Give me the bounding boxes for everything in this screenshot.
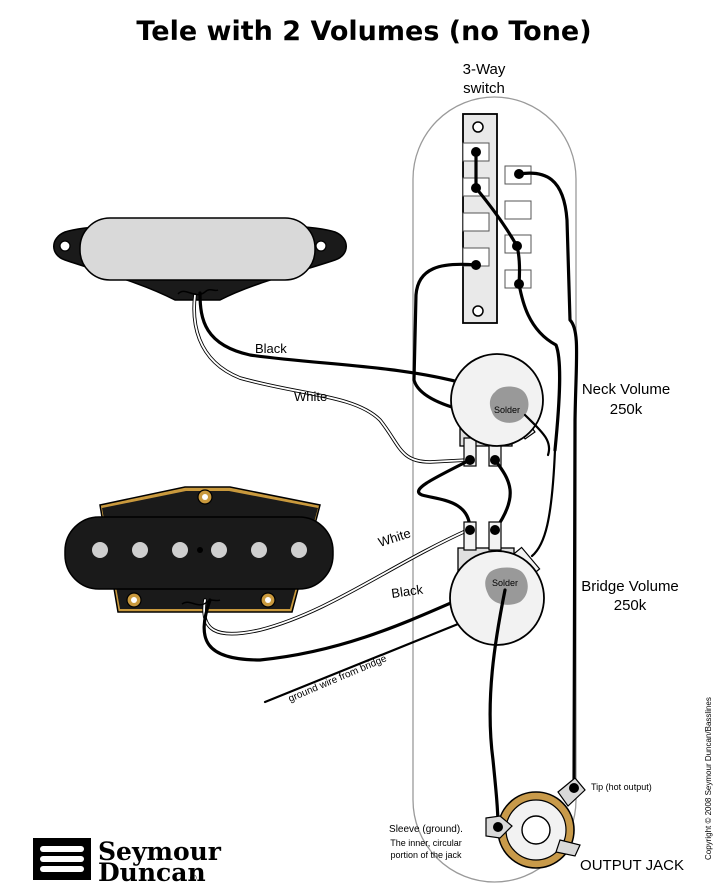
switch-label-line2: switch bbox=[463, 80, 505, 97]
jack-sleeve-note-1: The inner, circular bbox=[390, 838, 462, 848]
bridge-pot-lug-to-switch-wire bbox=[530, 448, 557, 558]
bridge-pickup bbox=[64, 486, 334, 613]
neck-pot-solder-label: Solder bbox=[494, 405, 520, 415]
ground-wire-label: ground wire from bridge bbox=[287, 653, 389, 705]
neck-volume-value: 250k bbox=[610, 401, 643, 418]
switch-to-neck-pot-wire bbox=[412, 262, 478, 414]
brand-line1: Seymour bbox=[98, 837, 222, 866]
bridge-volume-pot: Solder bbox=[449, 521, 545, 646]
jack-sleeve-note-2: portion of the jack bbox=[390, 850, 462, 860]
bridge-black-wire bbox=[202, 581, 500, 662]
neck-black-wire bbox=[198, 291, 504, 400]
seymour-duncan-logo: Seymour Duncan ® bbox=[33, 837, 222, 883]
neck-volume-pot: Solder bbox=[450, 353, 544, 467]
switch-jumper-wire-2 bbox=[474, 186, 519, 248]
brand-line2: Duncan bbox=[98, 858, 206, 883]
switch-to-jack-tip-wire bbox=[517, 171, 579, 798]
output-jack-label: OUTPUT JACK bbox=[580, 857, 684, 874]
brand-reg: ® bbox=[190, 873, 197, 883]
neck-black-wire-label: Black bbox=[255, 341, 287, 356]
copyright-text: Copyright © 2008 Seymour Duncan/Bassline… bbox=[704, 697, 713, 860]
pot-wiper-jumper-wire bbox=[493, 458, 512, 532]
neck-pickup bbox=[53, 217, 347, 301]
jack-sleeve-label: Sleeve (ground). bbox=[389, 824, 463, 835]
neck-white-wire-label: White bbox=[294, 389, 327, 404]
bridge-volume-value: 250k bbox=[614, 597, 647, 614]
switch-label-line1: 3-Way bbox=[463, 61, 506, 78]
bridge-volume-label: Bridge Volume bbox=[581, 578, 679, 595]
jack-tip-label: Tip (hot output) bbox=[591, 782, 652, 792]
switch-to-bridge-pot-wire bbox=[517, 282, 562, 452]
bridge-pot-solder-label: Solder bbox=[492, 578, 518, 588]
pot-ground-jumper-wire bbox=[417, 458, 472, 532]
diagram-title: Tele with 2 Volumes (no Tone) bbox=[136, 16, 591, 47]
neck-volume-label: Neck Volume bbox=[582, 381, 670, 398]
bridge-white-wire-label: White bbox=[376, 525, 412, 550]
bridge-black-wire-label: Black bbox=[390, 582, 424, 601]
pot-to-jack-sleeve-wire bbox=[488, 588, 507, 828]
output-jack bbox=[485, 777, 586, 869]
